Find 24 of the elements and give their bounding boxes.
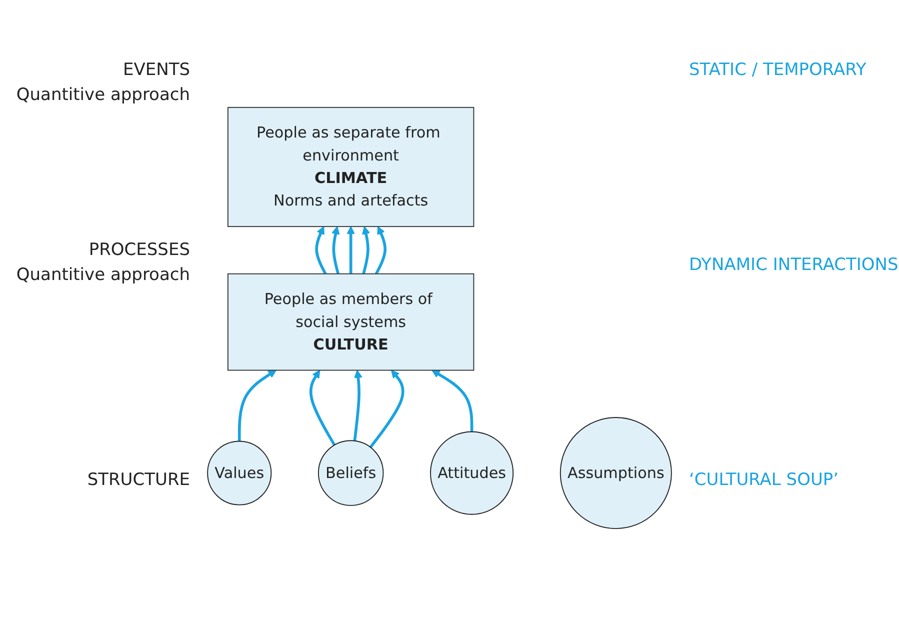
- level-description: ‘CULTURAL SOUP’: [689, 470, 839, 490]
- node-box: People as separate from environment CLIMATE Norms and artefacts: [227, 106, 474, 228]
- approach-label: Quantitive approach: [16, 85, 190, 105]
- level-label: PROCESSES: [88, 240, 190, 260]
- node-box: People as members of social systems CULTURE: [227, 273, 474, 371]
- level-description: DYNAMIC INTERACTIONS: [689, 255, 898, 275]
- node-circle: Assumptions: [560, 417, 672, 530]
- approach-label: Quantitive approach: [16, 265, 190, 285]
- arrow: [346, 226, 355, 274]
- arrow: [315, 226, 327, 274]
- arrow: [369, 370, 404, 448]
- arrow: [432, 370, 474, 432]
- node-circle: Attitudes: [430, 431, 514, 515]
- arrow: [374, 226, 386, 274]
- level-description: STATIC / TEMPORARY: [689, 60, 866, 80]
- arrow: [353, 370, 362, 442]
- arrow: [238, 370, 276, 442]
- arrow: [332, 226, 340, 274]
- node-circle: Beliefs: [318, 440, 384, 506]
- node-circle: Values: [207, 440, 272, 506]
- arrow: [309, 370, 336, 446]
- level-label: EVENTS: [122, 60, 190, 80]
- arrow: [362, 226, 370, 274]
- level-label: STRUCTURE: [87, 470, 190, 490]
